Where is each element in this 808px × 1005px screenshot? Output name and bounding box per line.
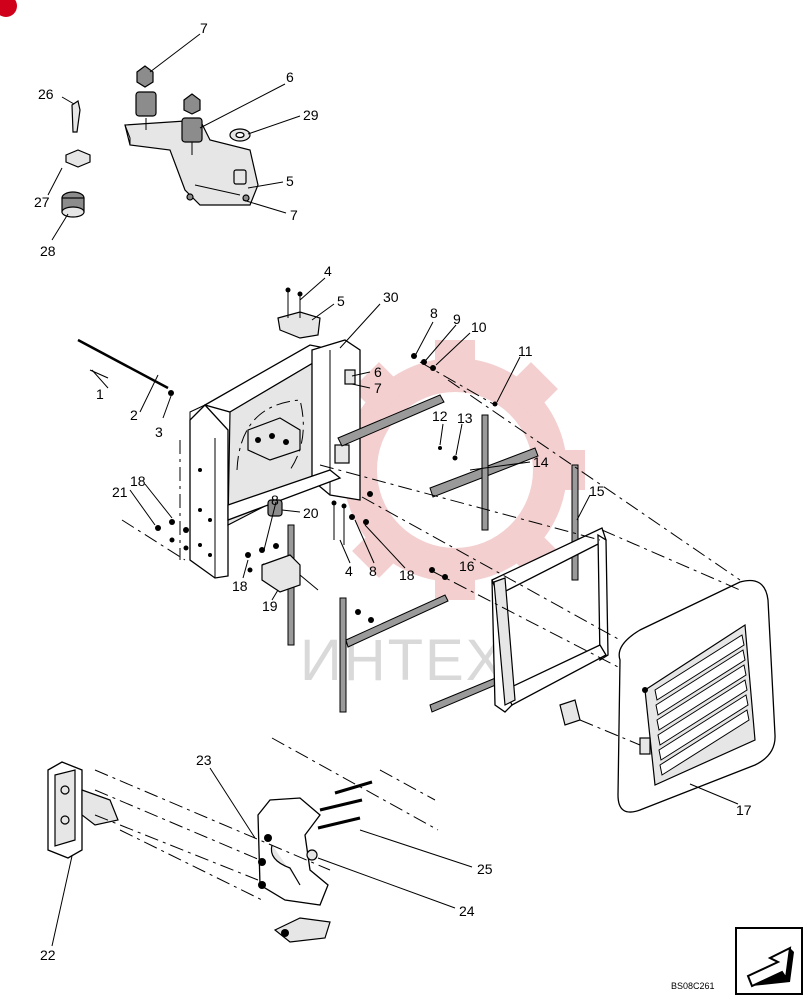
callout-15: 15 — [589, 483, 605, 499]
drawing-code: BS08C261 — [671, 981, 715, 991]
callout-5a: 5 — [286, 173, 294, 189]
bolts-25 — [317, 780, 373, 830]
lock-assembly — [47, 737, 439, 943]
callout-18a: 18 — [130, 473, 146, 489]
fasteners — [155, 353, 498, 623]
main-frame-30 — [189, 339, 361, 579]
frame-left-upright — [189, 404, 229, 579]
strip-lower-diag — [345, 594, 449, 648]
lock-bracket-23 — [257, 797, 329, 906]
bolt-26 — [71, 100, 81, 133]
callout-4a: 4 — [324, 263, 332, 279]
strip-vertical-15 — [571, 464, 579, 581]
nut-7-top-left — [136, 65, 154, 88]
bushing-left — [135, 91, 157, 117]
strip-upper — [337, 394, 445, 447]
callout-27: 27 — [34, 194, 50, 210]
callout-8a: 8 — [430, 305, 438, 321]
bolts-lower-frame — [331, 500, 347, 545]
alignment-lines — [121, 361, 741, 746]
callout-3: 3 — [155, 424, 163, 440]
callout-14: 14 — [533, 454, 549, 470]
navigation-arrow[interactable] — [735, 927, 803, 995]
callout-5b: 5 — [337, 293, 345, 309]
callout-20: 20 — [303, 505, 319, 521]
callout-1: 1 — [96, 386, 104, 402]
callout-23: 23 — [196, 752, 212, 768]
callout-16: 16 — [459, 558, 475, 574]
callout-18b: 18 — [399, 567, 415, 583]
callout-6b: 6 — [374, 364, 382, 380]
grille-17 — [559, 579, 776, 813]
hinge-plate — [124, 119, 259, 206]
grille-louvers — [654, 634, 750, 776]
grille-latch — [639, 737, 651, 755]
callout-25: 25 — [477, 861, 493, 877]
pin-5 — [233, 169, 247, 185]
strip-vertical-13 — [481, 414, 489, 531]
callout-8c: 8 — [369, 563, 377, 579]
nut-top-right — [183, 93, 201, 115]
callout-24: 24 — [459, 903, 475, 919]
callout-12: 12 — [432, 408, 448, 424]
callout-22: 22 — [40, 947, 56, 963]
callout-6a: 6 — [286, 69, 294, 85]
bracket-19 — [261, 554, 301, 593]
grille-catch — [559, 699, 581, 726]
callout-9: 9 — [453, 311, 461, 327]
callout-7a: 7 — [200, 20, 208, 36]
top-bracket-5 — [277, 287, 321, 339]
callout-labels: 7 6 29 5 7 26 27 28 4 5 30 8 9 10 11 6 7… — [34, 20, 752, 963]
corner-marker — [0, 0, 17, 17]
callout-21: 21 — [112, 484, 128, 500]
callout-18c: 18 — [232, 578, 248, 594]
watermark-gear — [325, 340, 585, 600]
frame-bottom-rail — [227, 469, 342, 521]
washer-27 — [65, 149, 91, 168]
callout-8b: 8 — [271, 492, 279, 508]
callout-2: 2 — [130, 407, 138, 423]
arrow-left-down-icon — [746, 946, 794, 988]
callout-29: 29 — [303, 107, 319, 123]
callout-10: 10 — [471, 319, 487, 335]
callout-19: 19 — [262, 598, 278, 614]
watermark-text: ИНТЕХ — [300, 628, 506, 693]
lock-tab — [273, 917, 331, 943]
callout-17: 17 — [736, 802, 752, 818]
strip-vertical-lower — [339, 597, 347, 713]
callout-11: 11 — [518, 343, 533, 359]
callout-28: 28 — [40, 243, 56, 259]
callout-7b: 7 — [290, 207, 298, 223]
callout-13: 13 — [457, 410, 473, 426]
hinge-bracket-assembly — [61, 65, 259, 218]
callout-26: 26 — [38, 86, 54, 102]
callout-30: 30 — [383, 289, 399, 305]
callout-7c: 7 — [374, 380, 382, 396]
seal-strips — [287, 394, 579, 713]
callout-4b: 4 — [345, 563, 353, 579]
rods-1-2 — [77, 338, 174, 396]
bushing-6 — [181, 117, 203, 143]
